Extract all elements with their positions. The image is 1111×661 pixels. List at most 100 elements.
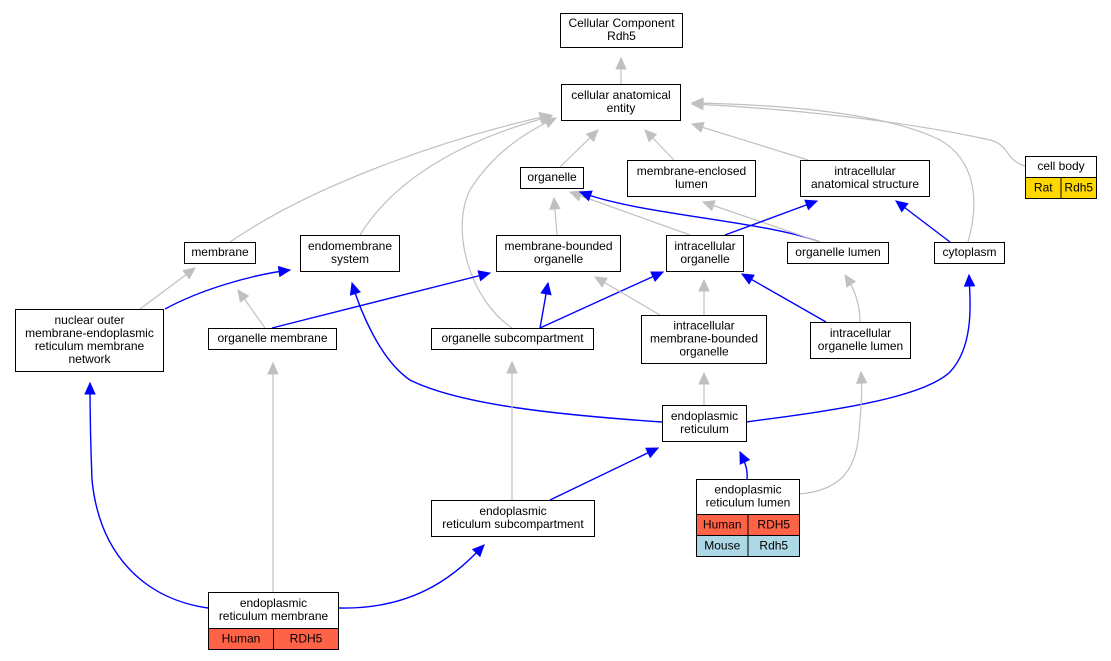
node-label: cell body <box>1037 159 1084 173</box>
edge-arrowhead <box>698 371 710 385</box>
edge-arrowhead <box>690 121 705 133</box>
edge-arrowhead <box>471 544 485 558</box>
edge-line <box>89 382 209 609</box>
edge-er-imbo <box>698 371 710 405</box>
edge-cae-cc <box>615 56 627 84</box>
edge-er-endosys <box>349 281 663 423</box>
node-label: entity <box>607 101 636 115</box>
node-label: intracellular <box>674 239 735 253</box>
edge-ersub-er <box>549 447 660 501</box>
node-label: endomembrane <box>308 239 392 253</box>
edge-imbo-io <box>698 278 710 315</box>
species-label: Human <box>222 632 261 646</box>
edge-erlumen-iol <box>798 370 868 495</box>
gene-label: Rdh5 <box>1064 181 1093 195</box>
edge-arrowhead <box>349 281 361 296</box>
node-nuclear[interactable]: nuclear outermembrane-endoplasmicreticul… <box>15 309 164 372</box>
edge-arrowhead <box>84 381 96 395</box>
edge-line <box>271 272 491 329</box>
edge-ermem-omem <box>267 361 279 592</box>
edge-line <box>798 371 863 495</box>
gene-cell <box>1060 177 1097 199</box>
edge-arrowhead <box>739 450 751 465</box>
node-box <box>431 500 595 537</box>
gene-cell <box>273 628 339 650</box>
edge-arrowhead <box>540 281 552 296</box>
node-label: intracellular <box>830 326 891 340</box>
node-label: membrane-endoplasmic <box>25 326 154 340</box>
edge-osub-cae <box>461 117 558 329</box>
edge-line <box>569 191 691 236</box>
node-osub[interactable]: organelle subcompartment <box>431 328 594 350</box>
edge-line <box>359 115 553 236</box>
node-cytoplasm[interactable]: cytoplasm <box>934 242 1005 264</box>
edge-mel-cae <box>644 129 675 161</box>
edge-arrowhead <box>237 289 250 303</box>
edge-arrowhead <box>844 273 857 288</box>
node-label: network <box>68 352 111 366</box>
node-label: reticulum lumen <box>706 496 791 510</box>
edge-ersub-osub <box>506 360 518 500</box>
edge-ermem-nuclear <box>84 381 209 609</box>
node-omem[interactable]: organelle membrane <box>208 328 337 350</box>
node-label: membrane <box>191 245 249 259</box>
node-label: reticulum subcompartment <box>442 517 584 531</box>
edge-arrowhead <box>549 196 561 210</box>
gene-label: RDH5 <box>757 518 790 532</box>
edge-omem-membrane <box>237 289 266 329</box>
edge-line <box>691 123 809 161</box>
node-label: membrane-bounded <box>650 332 758 346</box>
node-membrane[interactable]: membrane <box>184 242 256 264</box>
edge-arrowhead <box>645 447 660 459</box>
node-label: intracellular <box>673 319 734 333</box>
node-label: organelle lumen <box>795 245 880 259</box>
node-box <box>560 13 683 48</box>
node-olumen[interactable]: organelle lumen <box>787 242 889 264</box>
node-label: Rdh5 <box>607 29 636 43</box>
edge-line <box>594 276 661 316</box>
edge-arrowhead <box>477 270 492 282</box>
edge-osub-mbo <box>539 281 552 329</box>
node-label: endoplasmic <box>714 483 781 497</box>
node-box <box>496 235 621 272</box>
edge-er-cytoplasm <box>745 273 976 423</box>
edge-imbo-mbo <box>593 276 661 316</box>
edge-line <box>229 114 552 243</box>
edge-arrowhead <box>855 370 868 384</box>
edge-line <box>164 269 291 310</box>
node-box <box>641 315 767 364</box>
node-label: intracellular <box>834 164 895 178</box>
edge-line <box>549 447 659 501</box>
node-label: organelle <box>679 345 729 359</box>
node-label: membrane-bounded <box>504 239 612 253</box>
edge-cytoplasm-ias <box>895 200 951 243</box>
node-label: system <box>331 252 369 266</box>
edge-arrowhead <box>644 129 658 143</box>
edge-line <box>691 102 975 243</box>
node-organelle[interactable]: organelle <box>520 167 584 189</box>
node-label: cytoplasm <box>942 245 996 259</box>
edge-line <box>539 271 664 329</box>
edge-arrowhead <box>804 199 819 211</box>
node-box <box>520 167 584 189</box>
species-label: Mouse <box>704 539 740 553</box>
edge-omem-mbo <box>271 270 492 329</box>
edge-mbo-organelle <box>549 196 561 236</box>
